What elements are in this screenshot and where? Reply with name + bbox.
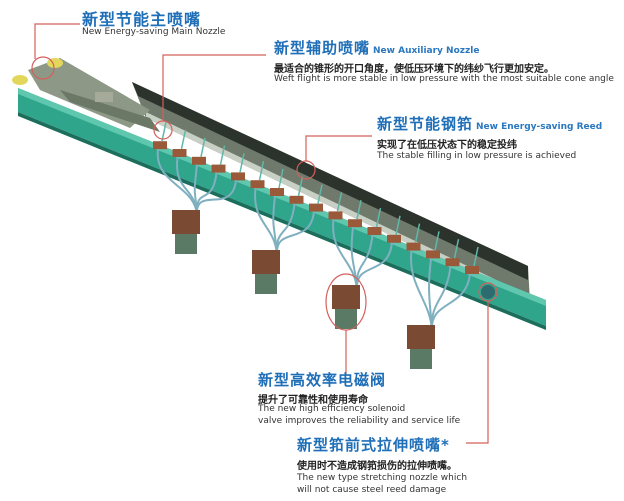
reed-cn: 实现了在低压状态下的稳定投纬	[377, 140, 517, 151]
nozzle-tube	[317, 184, 323, 204]
reed-title-cn: 新型节能钢筘	[377, 115, 474, 133]
aux-nozzle	[231, 172, 245, 181]
nozzle-tube	[161, 122, 167, 142]
nozzle-tube	[239, 153, 245, 173]
valve-body	[335, 309, 357, 329]
nozzle-tube	[356, 200, 362, 220]
nozzle-tube	[258, 161, 265, 181]
nozzle-tube	[200, 137, 206, 157]
aux-nozzle-title-en: New Auxiliary Nozzle	[373, 46, 480, 56]
valve-body	[175, 234, 197, 254]
aux-nozzle	[348, 219, 362, 228]
valve-body	[410, 349, 432, 369]
solenoid-cn: 提升了可靠性和使用寿命	[258, 395, 368, 406]
aux-nozzle	[270, 188, 284, 196]
stretch-title: 新型筘前式拉伸喷嘴*	[297, 436, 450, 454]
aux-nozzle	[406, 242, 421, 251]
reed-top-band	[132, 82, 528, 280]
nozzle-tube	[219, 145, 226, 165]
hose	[275, 211, 315, 256]
aux-nozzle-title-cn: 新型辅助喷嘴	[274, 39, 371, 57]
aux-nozzle	[153, 141, 167, 150]
hose	[355, 242, 393, 291]
aux-nozzle-row	[153, 122, 479, 274]
leader-lines	[31, 23, 498, 444]
aux-nozzle-cn: 最适合的锥形的开口角度，使低压环境下的纬纱飞行更加安定。	[274, 64, 554, 75]
aux-nozzle	[328, 211, 343, 220]
stretch-nozzle	[481, 285, 495, 299]
main-nozzle-title: 新型节能主喷嘴	[82, 10, 202, 29]
nozzle-tube	[180, 129, 187, 150]
nozzle-tube	[297, 176, 304, 196]
aux-nozzle-en: Weft flight is more stable in low pressu…	[274, 74, 614, 84]
solenoid-en-2: valve improves the reliability and servi…	[258, 416, 461, 426]
aux-nozzle	[445, 258, 460, 267]
solenoid-valves	[172, 210, 435, 369]
stretch-en-2: will not cause steel reed damage	[297, 485, 447, 495]
aux-nozzle	[172, 149, 187, 157]
valve-coil	[407, 325, 435, 349]
aux-nozzle	[309, 203, 323, 212]
nozzle-tube	[375, 207, 382, 228]
aux-nozzle	[289, 195, 304, 204]
nozzle-tube	[434, 231, 440, 251]
valve-body	[255, 274, 277, 294]
hose	[430, 273, 471, 331]
rail	[18, 88, 546, 326]
nozzle-tube	[278, 168, 284, 189]
reed-title-en: New Energy-saving Reed	[476, 122, 603, 132]
main-nozzle	[12, 58, 160, 132]
valve-coil	[172, 210, 200, 234]
hoses	[156, 149, 471, 331]
aux-nozzle	[426, 250, 440, 259]
stretch-cn: 使用时不造成钢筘损伤的拉伸喷嘴。	[297, 461, 457, 472]
nozzle-tube	[414, 223, 421, 243]
aux-nozzle	[465, 266, 479, 274]
main-nozzle-en: New Energy-saving Main Nozzle	[82, 27, 226, 37]
nozzle-tube	[473, 246, 479, 267]
reed-en: The stable filling in low pressure is ac…	[377, 151, 577, 161]
aux-nozzle	[387, 234, 401, 243]
hose	[195, 180, 237, 216]
nozzle-tube	[453, 239, 460, 259]
valve-coil	[332, 285, 360, 309]
valve-coil	[252, 250, 280, 274]
solenoid-title: 新型高效率电磁阀	[258, 371, 387, 389]
stretch-en-1: The new type stretching nozzle which	[297, 473, 468, 483]
nozzle-tube	[336, 192, 343, 212]
nozzle-tube	[395, 215, 401, 235]
aux-nozzle	[192, 156, 206, 165]
aux-nozzle	[367, 227, 382, 235]
aux-nozzle	[250, 180, 265, 189]
solenoid-en-1: The new high efficiency solenoid	[258, 404, 406, 414]
aux-nozzle	[211, 164, 226, 173]
